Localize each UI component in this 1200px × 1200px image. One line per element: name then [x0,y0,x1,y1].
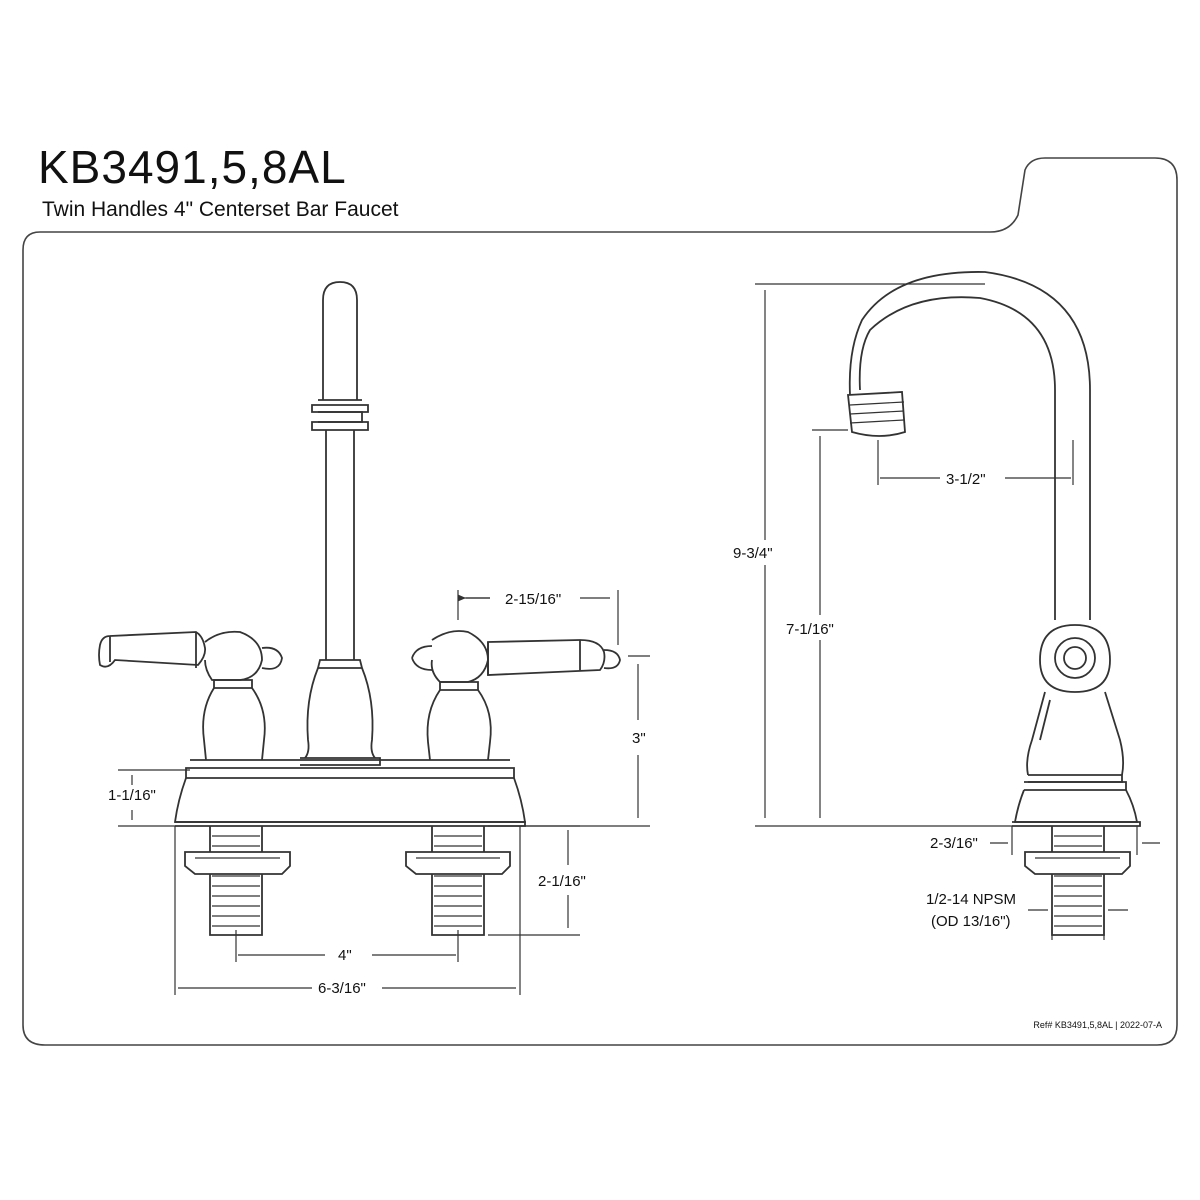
dim-shank-length: 2-1/16" [538,873,586,890]
reference-number: Ref# KB3491,5,8AL | 2022-07-A [1033,1020,1162,1030]
right-shank [405,826,511,936]
dim-overall-height: 9-3/4" [733,545,773,562]
product-description: Twin Handles 4" Centerset Bar Faucet [42,198,399,221]
side-shank [1024,826,1131,936]
side-body [1012,691,1141,827]
dim-thread-spec: 1/2-14 NPSM [926,891,1016,908]
dim-spout-height: 7-1/16" [786,621,834,638]
dim-base-depth: 2-3/16" [930,835,978,852]
dim-thread-od: (OD 13/16") [931,913,1011,930]
right-handle [411,630,621,761]
side-dimension-lines [755,283,1160,940]
base-plate [173,759,527,827]
dim-center-spacing: 4" [338,947,352,964]
gooseneck-spout [847,271,1091,620]
left-handle [98,630,283,761]
side-handle-hub [1039,624,1111,693]
dim-handle-height: 3" [632,730,646,747]
side-view [847,271,1141,936]
dim-spout-reach: 3-1/2" [946,471,986,488]
model-title: KB3491,5,8AL [38,141,347,193]
dim-handle-reach: 2-15/16" [505,591,561,608]
spout-column [300,281,381,766]
left-shank [184,826,291,936]
front-dimension-lines [118,590,650,995]
front-view [98,281,621,936]
dim-base-width: 6-3/16" [318,980,366,997]
drawing-frame [22,157,1178,1046]
dim-deck-height: 1-1/16" [108,787,156,804]
